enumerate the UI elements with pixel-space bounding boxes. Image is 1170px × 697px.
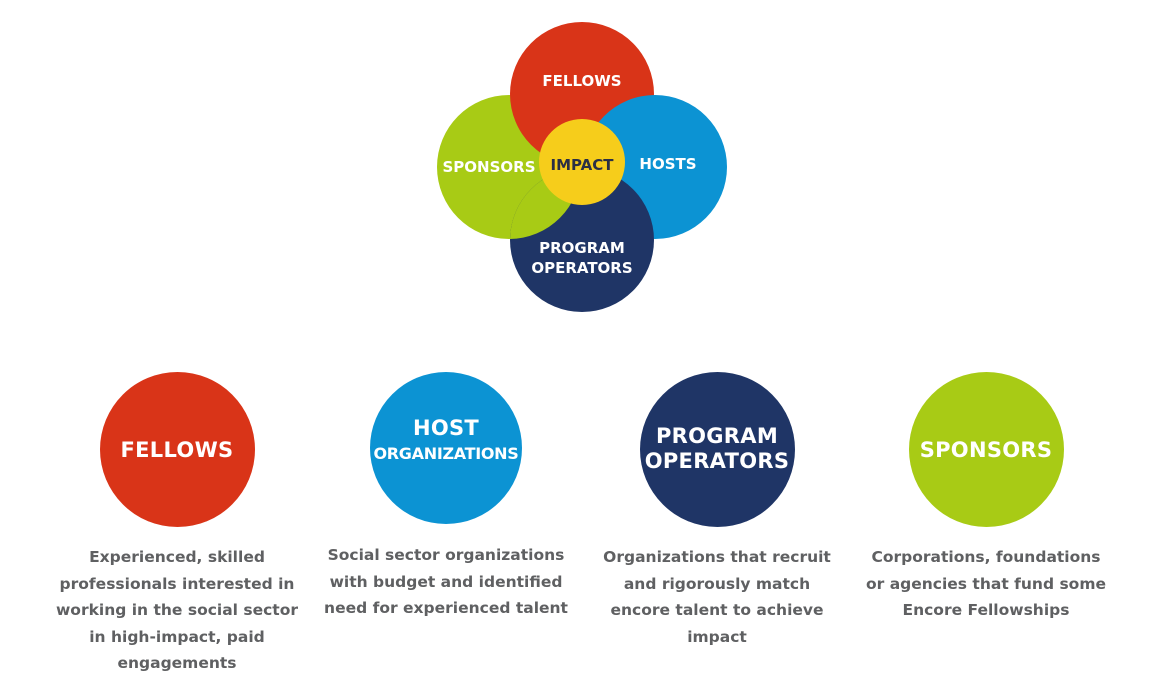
role-description: Social sector organizations with budget … [324,546,568,617]
role-title: HOST [412,415,480,440]
role-card-host-organizations: HOST ORGANIZATIONS Social sector organiz… [316,372,576,622]
role-badge-fellows: FELLOWS [99,372,255,527]
role-badge-sponsors: SPONSORS [908,372,1064,527]
role-description: Organizations that recruit and rigorousl… [603,548,831,646]
role-description: Experienced, skilled professionals inter… [55,548,299,672]
venn-label-sponsors: SPONSORS [442,158,535,176]
venn-label-program-line1: PROGRAM [539,239,625,257]
role-title: PROGRAM [655,424,779,448]
ecosystem-venn-diagram: FELLOWS HOSTS SPONSORS IMPACT PROGRAM OP… [437,22,727,312]
venn-circle-impact [539,119,625,205]
role-badge-host-organizations: HOST ORGANIZATIONS [370,372,522,524]
venn-circle-sponsors-overlap [510,168,581,239]
role-card-program-operators: PROGRAM OPERATORS Organizations that rec… [587,372,847,650]
role-card-fellows: FELLOWS Experienced, skilled professiona… [47,372,307,677]
venn-label-hosts: HOSTS [639,155,696,173]
role-title: SPONSORS [919,437,1053,462]
role-subtitle: OPERATORS [644,449,790,473]
role-subtitle: ORGANIZATIONS [373,443,519,463]
role-card-sponsors: SPONSORS Corporations, foundations or ag… [856,372,1116,624]
venn-label-fellows: FELLOWS [542,72,621,90]
role-title: FELLOWS [120,437,234,462]
venn-label-impact: IMPACT [551,156,615,174]
venn-label-program-line2: OPERATORS [531,259,632,277]
role-description: Corporations, foundations or agencies th… [866,548,1106,619]
role-badge-program-operators: PROGRAM OPERATORS [639,372,795,527]
